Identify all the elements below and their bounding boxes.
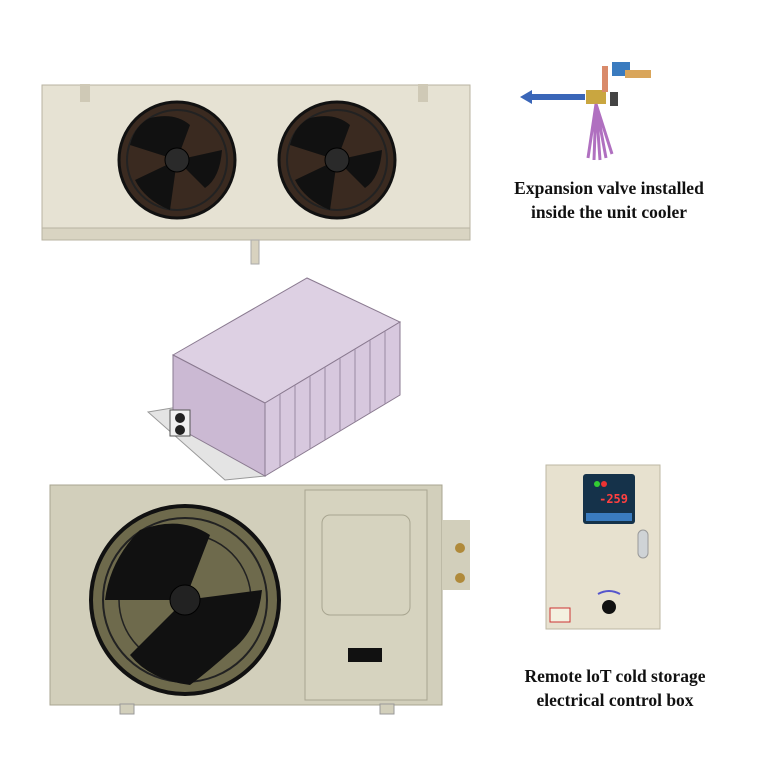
cold-room	[146, 277, 402, 481]
expansion-valve-caption: Expansion valve installed inside the uni…	[478, 176, 740, 224]
caption-line: Expansion valve installed	[514, 178, 704, 198]
control-box-display-reading: -259	[599, 492, 628, 506]
condensing-unit	[49, 484, 470, 715]
cooler-fan-right-icon	[277, 100, 397, 220]
condenser-fan-icon	[89, 504, 281, 696]
unit-cooler	[41, 84, 471, 265]
control-box-caption: Remote loT cold storage electrical contr…	[484, 664, 746, 712]
arrow-left-icon	[520, 90, 585, 104]
caption-line: Remote loT cold storage	[524, 666, 706, 686]
caption-line: inside the unit cooler	[530, 202, 688, 222]
control-box	[545, 464, 661, 630]
expansion-valve-diagram	[520, 62, 651, 161]
caption-line: electrical control box	[536, 690, 694, 710]
cooler-fan-left-icon	[117, 100, 237, 220]
